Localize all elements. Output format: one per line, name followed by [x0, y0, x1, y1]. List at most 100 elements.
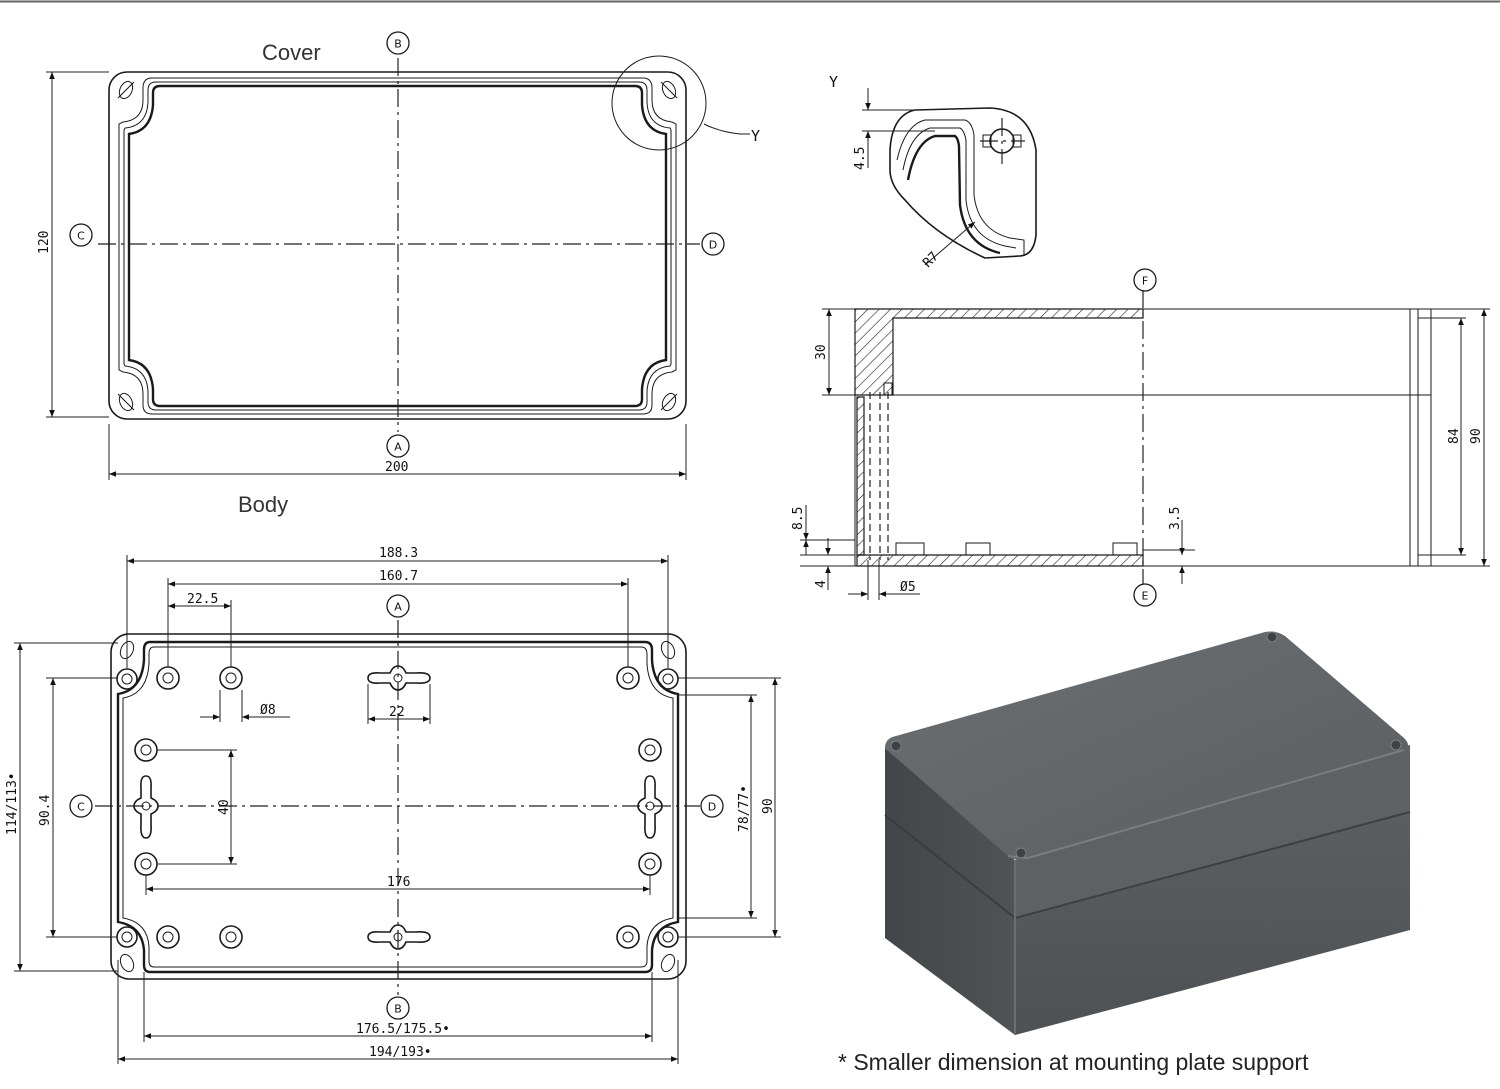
body-corner-screw-tl: [116, 640, 138, 690]
cover-screw-tl: [117, 80, 135, 100]
section-marker-e: E: [1133, 583, 1157, 607]
body-height-left-dim: 114/113•: [5, 772, 20, 835]
section-lid-wall-hatch: [854, 308, 1144, 396]
box-screw-1: [890, 740, 902, 752]
body-hole-span-x-dim: 160.7: [379, 569, 418, 584]
body-inner-width-dim: 176.5/175.5•: [356, 1022, 450, 1037]
section-boss-height-dim: 8.5: [791, 507, 806, 530]
box-screw-2: [1266, 631, 1278, 643]
body-hole-span-long-dim: 176: [387, 875, 410, 890]
detail-radius-leader: [924, 221, 976, 266]
section-body-wall-hatch: [856, 396, 865, 556]
cover-height-dim: 120: [37, 231, 52, 254]
svg-text:B: B: [394, 1003, 402, 1016]
section-total-height-dim: 90: [1469, 428, 1484, 444]
section-floor-hatch: [856, 554, 1144, 567]
box-lid-seam-side: [884, 814, 1016, 919]
body-boss-9: [219, 925, 243, 949]
svg-text:A: A: [394, 601, 402, 614]
body-slot-bottom: [367, 924, 431, 950]
section-marker-f: F: [1133, 268, 1157, 292]
detail-gasket-2: [902, 127, 1017, 249]
body-marker-c: C: [69, 794, 93, 818]
body-slot-span-y-dim: 40: [217, 799, 232, 815]
body-marker-d: D: [700, 794, 724, 818]
cover-marker-c: C: [69, 223, 93, 247]
body-view: Body A B C D 188.3: [5, 492, 781, 1064]
body-marker-b: B: [386, 996, 410, 1020]
body-total-width-dim: 194/193•: [369, 1045, 432, 1060]
svg-text:E: E: [1142, 590, 1149, 603]
section-lid-step: [883, 382, 893, 396]
body-boss-5: [638, 738, 662, 762]
detail-y-leader: [703, 123, 750, 135]
footnote: * Smaller dimension at mounting plate su…: [838, 1049, 1309, 1075]
svg-text:D: D: [708, 801, 716, 814]
body-boss-2: [219, 666, 243, 690]
cover-inner-outline: [127, 84, 668, 408]
box-left-face: [885, 748, 1015, 1035]
cover-title: Cover: [262, 40, 321, 65]
body-slot-len-dim: 22: [389, 705, 405, 720]
section-floor-boss-3: [1112, 542, 1138, 556]
body-corner-screw-bl: [116, 926, 138, 973]
box-lid-band: [1015, 745, 1410, 918]
body-boss-4: [134, 738, 158, 762]
section-rib-dim: 3.5: [1168, 507, 1183, 530]
body-hole-span-y-dim: 90.4: [38, 795, 53, 826]
section-floor-boss-1: [895, 542, 925, 556]
enclosure-3d-render: [884, 631, 1411, 1035]
detail-gasket-1: [896, 119, 1025, 255]
detail-y-view: Y 4.5 R7: [829, 73, 1037, 271]
body-slot-top: [367, 665, 431, 691]
svg-text:D: D: [709, 239, 717, 252]
body-boss-3: [616, 666, 640, 690]
cover-marker-d: D: [701, 232, 725, 256]
section-floor-boss-2: [965, 542, 991, 556]
svg-text:F: F: [1142, 275, 1148, 288]
detail-y-title: Y: [829, 73, 838, 91]
detail-outer-outline: [889, 107, 1037, 259]
cover-screw-br: [660, 392, 678, 412]
cover-gasket-mid: [123, 81, 672, 411]
cover-screw-bl: [117, 392, 135, 412]
section-view: F E 30 84 90 8.5 4 Ø5 3.5: [791, 268, 1490, 607]
box-top-face: [885, 631, 1408, 860]
section-floor-dim: 4: [814, 580, 829, 588]
cover-marker-a: A: [386, 434, 410, 458]
body-boss-1: [156, 666, 180, 690]
cover-marker-b: B: [386, 31, 410, 55]
section-inner-height-dim: 84: [1447, 428, 1462, 444]
body-inner-height-dim: 78/77•: [737, 785, 752, 832]
section-boss-dia-dim: Ø5: [900, 580, 916, 595]
cover-gasket-outer: [118, 77, 677, 415]
svg-text:A: A: [394, 441, 402, 454]
body-boss-8: [156, 925, 180, 949]
detail-offset-dim: 4.5: [853, 147, 868, 170]
body-inner-outline: [116, 640, 680, 974]
svg-text:B: B: [394, 38, 402, 51]
body-outer-width-dim: 188.3: [379, 546, 418, 561]
body-title: Body: [238, 492, 288, 517]
body-corner-screw-tr: [657, 640, 679, 690]
body-outer-height-dim: 90: [761, 798, 776, 814]
body-boss-6: [134, 852, 158, 876]
body-hole-dia-dim: Ø8: [260, 703, 276, 718]
box-top-edge-highlight: [1007, 749, 1405, 860]
body-marker-a: A: [386, 594, 410, 618]
cover-screw-tr: [660, 80, 678, 100]
section-lid-height-dim: 30: [814, 344, 829, 360]
detail-y-leader-label: Y: [751, 127, 760, 145]
box-lid-seam-front: [1014, 811, 1411, 919]
body-boss-10: [616, 925, 640, 949]
detail-y-callout-circle: [611, 55, 707, 151]
body-slot-left: [133, 775, 159, 839]
body-boss-7: [638, 852, 662, 876]
body-inner-step: [122, 646, 674, 968]
svg-text:C: C: [77, 801, 85, 814]
cover-view: Cover Y 200 120 B A C D: [37, 31, 760, 480]
box-screw-3: [1390, 739, 1402, 751]
svg-text:C: C: [77, 230, 85, 243]
body-hole-pitch-dim: 22.5: [187, 592, 218, 607]
